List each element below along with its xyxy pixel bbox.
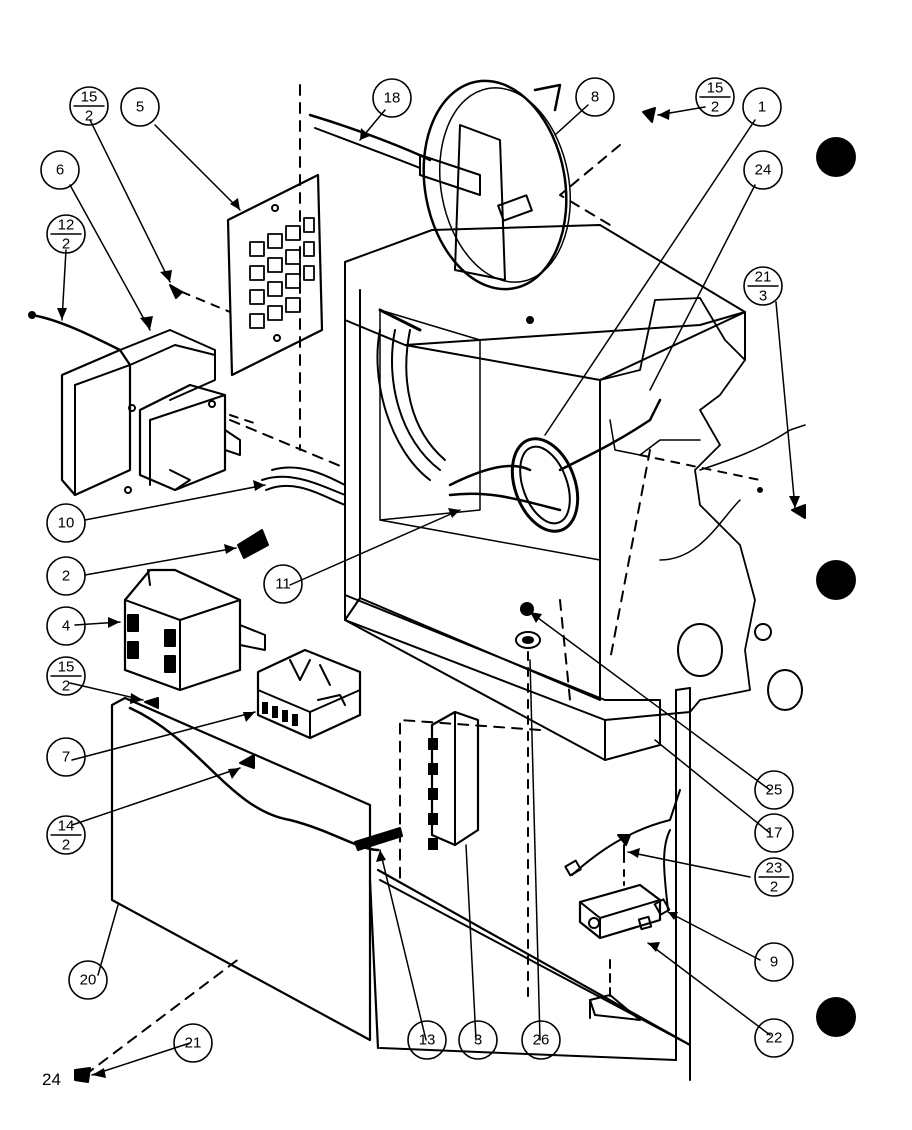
callout-4: 4: [46, 606, 86, 646]
svg-text:22: 22: [766, 1030, 783, 1047]
svg-text:25: 25: [766, 782, 783, 799]
callout-20: 20: [68, 960, 108, 1000]
part-7-contactor: [256, 648, 362, 740]
callout-1: 1: [742, 87, 782, 127]
callout-21: 21: [173, 1023, 213, 1063]
svg-text:24: 24: [755, 162, 772, 179]
svg-text:13: 13: [419, 1032, 436, 1049]
svg-text:11: 11: [275, 576, 291, 593]
part-4-relay: [123, 568, 266, 692]
binder-hole-bottom: [816, 997, 856, 1037]
screw-top-right: [642, 107, 656, 123]
callout-11: 11: [263, 564, 303, 604]
svg-text:4: 4: [62, 618, 70, 635]
lower-cabinet-panel: [368, 687, 692, 1081]
svg-text:6: 6: [56, 162, 64, 179]
part-20-cover-panel: [84, 696, 380, 1076]
part-2-wire-nut: [237, 529, 269, 559]
part-3-terminal-block: [428, 710, 480, 850]
part-13-pin: [354, 827, 403, 851]
svg-text:20: 20: [80, 972, 97, 989]
svg-text:10: 10: [58, 515, 75, 532]
fraction-callout-14-2: 14 2: [46, 815, 86, 855]
binder-hole-middle: [816, 560, 856, 600]
callout-25: 25: [754, 770, 794, 810]
callout-17: 17: [754, 813, 794, 853]
svg-text:7: 7: [62, 749, 70, 766]
fraction-callout-12-2: 12 2: [46, 214, 86, 254]
svg-text:5: 5: [136, 99, 144, 116]
part-22-switch: [578, 883, 662, 940]
part-8-blower-wheel: [419, 79, 572, 324]
part-5-terminal-board: [226, 173, 324, 377]
page-number: 24: [42, 1070, 61, 1089]
svg-text:3: 3: [759, 288, 767, 305]
binder-hole-top: [816, 137, 856, 177]
fraction-callout-23-2: 23 2: [754, 857, 794, 897]
svg-text:8: 8: [591, 89, 599, 106]
svg-text:17: 17: [766, 825, 783, 842]
part-10-wires: [261, 466, 346, 506]
callout-13: 13: [407, 1020, 447, 1060]
part-23-screw: [617, 834, 631, 886]
callout-10: 10: [46, 503, 86, 543]
svg-text:14: 14: [58, 818, 75, 835]
callout-24: 24: [743, 150, 783, 190]
fraction-callout-21-3: 21 3: [743, 266, 783, 306]
callout-8: 8: [575, 77, 615, 117]
svg-text:12: 12: [58, 217, 75, 234]
part-6-transformer: [60, 329, 261, 497]
part-9-wire: [564, 789, 681, 1001]
svg-text:2: 2: [85, 108, 93, 125]
svg-text:15: 15: [707, 80, 724, 97]
callout-3: 3: [458, 1020, 498, 1060]
svg-text:23: 23: [766, 860, 783, 877]
callout-22: 22: [754, 1018, 794, 1058]
svg-text:18: 18: [384, 90, 401, 107]
svg-text:9: 9: [770, 954, 778, 971]
svg-text:1: 1: [758, 99, 766, 116]
control-box: [229, 84, 806, 881]
callouts: 5 6 18 8 1 24 10 2 11 4 7 20 21 13 3 26 …: [40, 77, 794, 1063]
part-21-screw: [74, 1067, 91, 1083]
callout-9: 9: [754, 942, 794, 982]
callout-5: 5: [120, 87, 160, 127]
svg-text:2: 2: [62, 568, 70, 585]
part-12-wire: [28, 311, 122, 352]
leader-lines: [61, 104, 796, 1076]
callout-6: 6: [40, 150, 80, 190]
svg-text:2: 2: [62, 236, 70, 253]
svg-text:2: 2: [62, 678, 70, 695]
svg-text:15: 15: [81, 89, 98, 106]
svg-text:21: 21: [185, 1035, 202, 1052]
fraction-callout-15-2-left: 15 2: [46, 656, 86, 696]
fraction-callout-15-2-upper-left: 15 2: [69, 86, 109, 126]
part-26-washer: [515, 631, 541, 1001]
svg-text:2: 2: [62, 837, 70, 854]
callout-26: 26: [521, 1020, 561, 1060]
callout-7: 7: [46, 737, 86, 777]
screw-upper-left: [169, 284, 231, 313]
svg-text:2: 2: [711, 99, 719, 116]
arrowheads: [57, 109, 800, 1078]
binder-holes: [816, 137, 856, 1037]
part-18-strip: [308, 113, 432, 169]
fraction-callout-15-2-top-right: 15 2: [695, 77, 735, 117]
svg-text:26: 26: [533, 1032, 550, 1049]
svg-text:15: 15: [58, 659, 75, 676]
part-21-3-screw: [757, 487, 806, 519]
svg-text:3: 3: [474, 1032, 482, 1049]
svg-text:21: 21: [755, 269, 772, 286]
fraction-callouts: 15 2 12 2 15 2 21 3 15 2 14 2: [46, 77, 794, 897]
callout-2: 2: [46, 556, 86, 596]
screws-left: [144, 697, 255, 769]
svg-text:2: 2: [770, 879, 778, 896]
callout-18: 18: [372, 78, 412, 118]
